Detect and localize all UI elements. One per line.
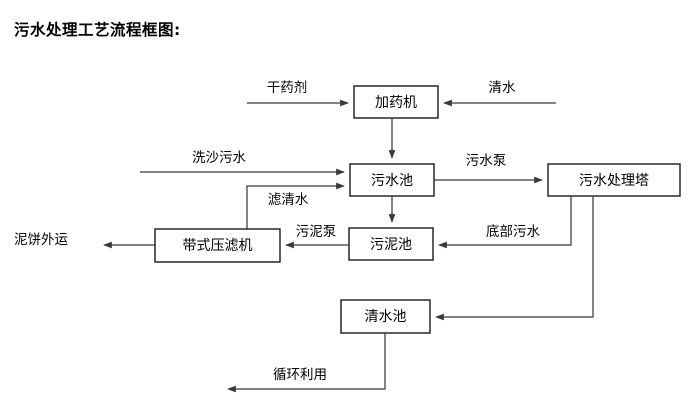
edge-label-bottom-sewage: 底部污水	[486, 224, 540, 240]
edge-label-filtered-clear-water: 滤清水	[268, 192, 309, 208]
edge-filtered-clear-water-to-sewage-pool	[246, 182, 345, 229]
edge-clear-water-pool-to-recycle-reuse	[227, 333, 386, 393]
node-belt-filter-press[interactable]	[154, 228, 281, 263]
node-label-treatment-tower: 污水处理塔	[579, 173, 649, 189]
edge-label-sewage-pump: 污水泵	[466, 153, 507, 169]
edge-label-clean-water: 清水	[489, 80, 517, 96]
node-label-dosing-machine: 加药机	[375, 95, 417, 111]
node-sludge-pool[interactable]	[348, 227, 434, 261]
edge-label-sludge-pump: 污泥泵	[296, 224, 337, 240]
node-label-clear-water-pool: 清水池	[365, 309, 407, 325]
node-label-belt-filter-press: 带式压滤机	[183, 238, 253, 254]
edge-label-sand-wash-sewage: 洗沙污水	[192, 150, 246, 166]
node-clear-water-pool[interactable]	[340, 299, 431, 334]
page-title: 污水处理工艺流程框图:	[14, 21, 181, 39]
edge-treatment-tower-to-clear-water-pool	[435, 196, 594, 321]
node-dosing-machine[interactable]	[353, 85, 439, 119]
node-sewage-pool[interactable]	[349, 163, 435, 197]
edge-label-mud-cake-out: 泥饼外运	[14, 232, 68, 248]
node-label-sewage-pool: 污水池	[371, 173, 413, 189]
edge-bottom-sewage-to-sludge-pool	[438, 196, 572, 249]
node-treatment-tower[interactable]	[547, 163, 681, 197]
edge-label-dry-chemical: 干药剂	[267, 80, 308, 96]
node-label-sludge-pool: 污泥池	[370, 237, 412, 253]
edge-label-recycle-reuse: 循环利用	[273, 367, 327, 383]
